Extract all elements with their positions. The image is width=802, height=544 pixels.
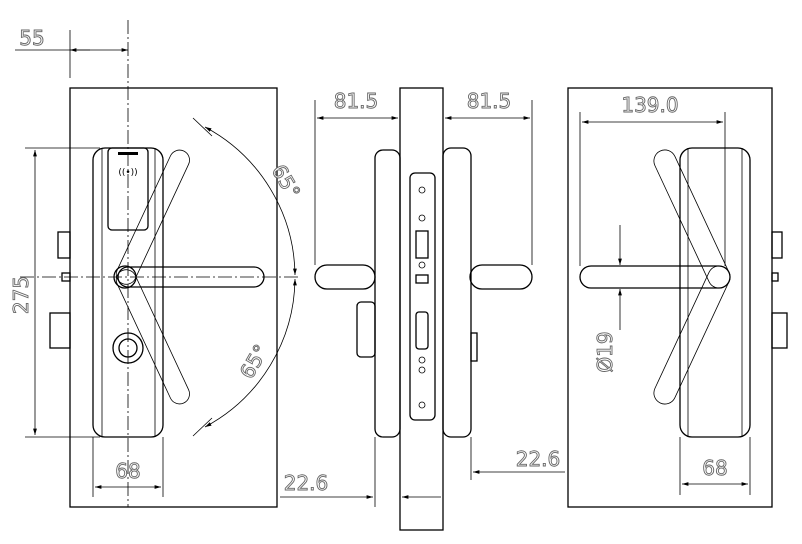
side-handle-left bbox=[314, 264, 376, 290]
lever-handle-down bbox=[115, 269, 190, 405]
dim-diameter-19: Ø19 bbox=[593, 331, 617, 372]
lever-handle-up bbox=[115, 149, 190, 285]
latch-bolt bbox=[415, 311, 429, 350]
card-reader-module bbox=[107, 147, 149, 231]
rfid-icon: ((•)) bbox=[118, 168, 137, 178]
dim-81-5-right: 81.5 bbox=[467, 89, 512, 113]
angle-down-label: 65° bbox=[235, 340, 274, 383]
cylinder-side bbox=[49, 312, 71, 349]
angle-arc-down bbox=[204, 278, 297, 428]
outer-body-side bbox=[374, 149, 401, 438]
side-handle-right bbox=[469, 264, 533, 290]
door-section bbox=[399, 87, 444, 531]
mortise-faceplate bbox=[409, 172, 436, 421]
back-lock-body bbox=[679, 147, 751, 438]
dim-68-front: 68 bbox=[115, 459, 140, 483]
dim-22-6-left: 22.6 bbox=[284, 471, 329, 495]
side-view: 81.5 81.5 22.6 22.6 bbox=[280, 87, 565, 531]
angle-up-label: 65° bbox=[267, 160, 306, 203]
back-view: 139.0 Ø19 68 bbox=[567, 87, 788, 508]
inner-body-side bbox=[442, 147, 472, 438]
dim-275: 275 bbox=[9, 276, 33, 314]
door-outline-front bbox=[69, 87, 278, 508]
dim-68-back: 68 bbox=[702, 456, 727, 480]
door-outline-back bbox=[567, 87, 773, 508]
dim-139: 139.0 bbox=[621, 93, 678, 117]
angle-arc-up bbox=[204, 126, 297, 276]
key-cylinder bbox=[112, 332, 144, 364]
lever-handle bbox=[117, 266, 265, 288]
back-lever-handle bbox=[579, 265, 731, 289]
thumb-turn bbox=[356, 301, 376, 358]
front-view: ((•)) 65° 65° 55 275 68 bbox=[9, 20, 306, 508]
dim-55: 55 bbox=[19, 26, 44, 50]
latch-left bbox=[57, 231, 71, 259]
dim-81-5-left: 81.5 bbox=[334, 89, 379, 113]
dim-22-6-right: 22.6 bbox=[516, 447, 561, 471]
